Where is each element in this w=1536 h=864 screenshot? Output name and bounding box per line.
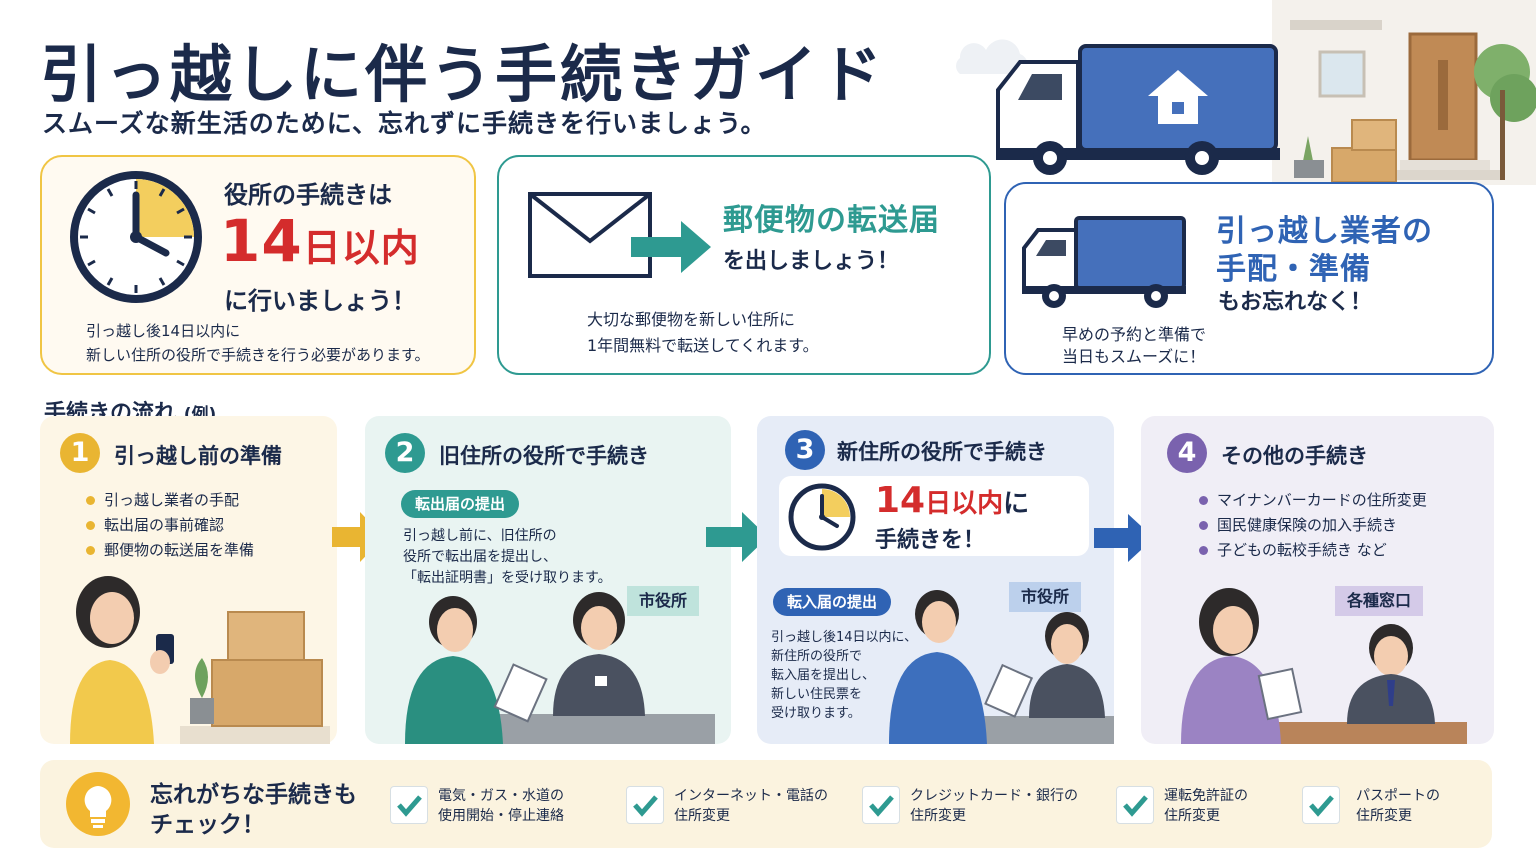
list-item: 引っ越し業者の手配 <box>86 488 254 513</box>
step-3-note: 引っ越し後14日以内に、 新住所の役所で 転入届を提出し、 新しい住民票を 受け… <box>771 630 918 721</box>
moving-company-title1: 引っ越し業者の <box>1216 214 1433 249</box>
move-out-notice-badge: 転出届の提出 <box>401 490 520 518</box>
check-label-internet: インターネット・電話の住所変更 <box>674 788 828 824</box>
envelope-icon <box>528 192 652 278</box>
city-office-note: 引っ越し後14日以内に 新しい住所の役所で手続きを行う必要があります。 <box>86 322 430 364</box>
arrow-right-icon <box>1094 514 1154 562</box>
checkbox-utilities[interactable] <box>390 786 428 824</box>
moving-company-sub: もお忘れなく！ <box>1218 290 1373 315</box>
city-office-line1: 役所の手続きは <box>224 181 392 209</box>
mail-forwarding-card: 郵便物の転送届 を出しましょう！ 大切な郵便物を新しい住所に 1年間無料で転送し… <box>497 155 991 375</box>
checkbox-internet[interactable] <box>626 786 664 824</box>
page-title: 引っ越しに伴う手続きガイド <box>40 38 886 111</box>
list-item: マイナンバーカードの住所変更 <box>1199 488 1427 513</box>
service-counter-illustration <box>1181 588 1467 744</box>
step-3-deadline: 14日以内に <box>875 480 1030 521</box>
moving-company-note: 早めの予約と準備で 当日もスムーズに！ <box>1062 325 1207 366</box>
step-4-list: マイナンバーカードの住所変更 国民健康保険の加入手続き 子どもの転校手続き など <box>1199 488 1427 563</box>
moving-truck-house-illustration <box>956 0 1536 185</box>
step-3-title: 新住所の役所で手続き <box>837 440 1047 464</box>
step-1-list: 引っ越し業者の手配 転出届の事前確認 郵便物の転送届を準備 <box>86 488 254 563</box>
moving-company-title2: 手配・準備 <box>1216 252 1371 287</box>
lightbulb-icon <box>66 772 130 836</box>
mail-forwarding-note: 大切な郵便物を新しい住所に 1年間無料で転送してくれます。 <box>587 310 819 355</box>
step-2-title: 旧住所の役所で手続き <box>439 444 649 468</box>
step-1-number: 1 <box>60 433 100 473</box>
mail-forwarding-title: 郵便物の転送届 <box>723 203 940 238</box>
step-3-deadline-sub: 手続きを！ <box>875 528 986 553</box>
step-3-number: 3 <box>785 430 825 470</box>
moving-company-card: 引っ越し業者の 手配・準備 もお忘れなく！ 早めの予約と準備で 当日もスムーズに… <box>1004 182 1494 375</box>
city-hall-tag: 市役所 <box>1009 582 1082 612</box>
step-4-title: その他の手続き <box>1221 444 1368 468</box>
step-2-panel: 2 旧住所の役所で手続き 転出届の提出 引っ越し前に、旧住所の 役所で転出届を提… <box>365 416 731 744</box>
step-2-note: 引っ越し前に、旧住所の 役所で転出届を提出し、 「転出証明書」を受け取ります。 <box>403 528 612 586</box>
step-4-number: 4 <box>1167 433 1207 473</box>
list-item: 国民健康保険の加入手続き <box>1199 513 1427 538</box>
check-label-credit-card: クレジットカード・銀行の住所変更 <box>910 788 1078 824</box>
checklist-title: 忘れがちな手続きも チェック！ <box>150 782 357 838</box>
city-hall-tag: 市役所 <box>627 586 700 616</box>
checkbox-passport[interactable] <box>1302 786 1340 824</box>
city-hall-counter-illustration <box>889 590 1114 744</box>
list-item: 郵便物の転送届を準備 <box>86 538 254 563</box>
step-1-panel: 1 引っ越し前の準備 引っ越し業者の手配 転出届の事前確認 郵便物の転送届を準備 <box>40 416 337 744</box>
step-2-number: 2 <box>385 433 425 473</box>
city-office-deadline-card: 役所の手続きは 14日以内 に行いましょう！ 引っ越し後14日以内に 新しい住所… <box>40 155 476 375</box>
step-3-panel: 3 新住所の役所で手続き 14日以内に 手続きを！ 転入届の提出 引っ越し後14… <box>757 416 1114 744</box>
checkbox-drivers-license[interactable] <box>1116 786 1154 824</box>
truck-icon <box>1022 216 1186 308</box>
checkbox-credit-card[interactable] <box>862 786 900 824</box>
list-item: 子どもの転校手続き など <box>1199 538 1427 563</box>
step-3-deadline-box: 14日以内に 手続きを！ <box>779 476 1089 556</box>
check-label-utilities: 電気・ガス・水道の使用開始・停止連絡 <box>438 788 564 824</box>
arrow-right-icon <box>631 221 711 273</box>
arrow-right-icon <box>706 512 768 562</box>
checklist-bar: 忘れがちな手続きも チェック！ 電気・ガス・水道の使用開始・停止連絡 インターネ… <box>40 760 1492 848</box>
city-hall-counter-illustration <box>405 592 715 744</box>
page-subtitle: スムーズな新生活のために、忘れずに手続きを行いましょう。 <box>42 109 767 138</box>
clock-icon <box>70 171 202 303</box>
move-in-notice-badge: 転入届の提出 <box>773 588 892 616</box>
list-item: 転出届の事前確認 <box>86 513 254 538</box>
step-4-panel: 4 その他の手続き マイナンバーカードの住所変更 国民健康保険の加入手続き 子ど… <box>1141 416 1494 744</box>
service-counter-tag: 各種窓口 <box>1335 586 1424 616</box>
person-with-phone-illustration <box>70 576 330 744</box>
check-label-passport: パスポートの住所変更 <box>1356 788 1440 824</box>
mail-forwarding-sub: を出しましょう！ <box>723 249 900 274</box>
step-1-title: 引っ越し前の準備 <box>114 444 282 468</box>
city-office-line3: に行いましょう！ <box>224 287 416 315</box>
check-label-drivers-license: 運転免許証の住所変更 <box>1164 788 1248 824</box>
clock-icon <box>788 483 856 551</box>
city-office-deadline: 14日以内 <box>220 207 420 275</box>
